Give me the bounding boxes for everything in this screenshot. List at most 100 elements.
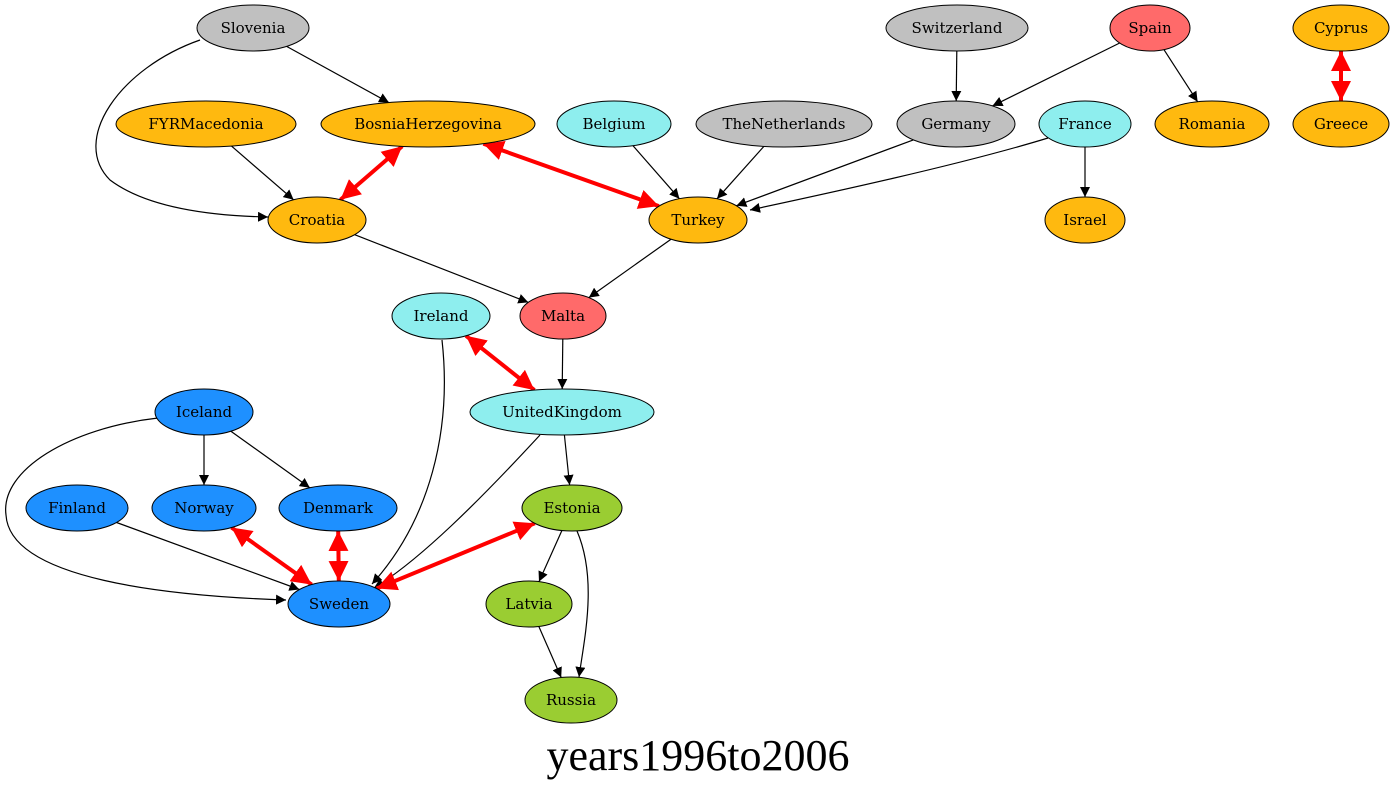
node-iceland: Iceland [154, 388, 254, 436]
node-estonia-shape [521, 484, 623, 532]
edge-spain-to-romania [1163, 49, 1199, 103]
node-fyrmacedonia-label: FYRMacedonia [148, 115, 263, 133]
node-sweden: Sweden [287, 580, 391, 628]
node-cyprus-label: Cyprus [1314, 19, 1368, 37]
node-estonia-label: Estonia [543, 499, 600, 517]
edge-france-to-turkey [749, 137, 1049, 213]
node-malta-label: Malta [541, 307, 585, 325]
node-russia-shape [524, 676, 618, 724]
node-slovenia-label: Slovenia [221, 19, 286, 37]
edge-malta-to-unitedkingdom [557, 338, 568, 390]
node-ireland: Ireland [391, 292, 491, 340]
node-turkey: Turkey [648, 196, 748, 244]
node-malta: Malta [519, 292, 607, 340]
node-croatia-label: Croatia [289, 211, 345, 229]
node-bosniaherzegovina-label: BosniaHerzegovina [354, 115, 502, 133]
node-unitedkingdom: UnitedKingdom [469, 388, 655, 436]
edge-switzerland-to-germany [951, 50, 962, 102]
node-croatia: Croatia [267, 196, 367, 244]
node-spain-label: Spain [1128, 19, 1172, 37]
node-switzerland-shape [885, 4, 1029, 52]
edge-estonia-to-latvia [538, 530, 563, 582]
edge-turkey-to-malta [588, 238, 672, 299]
node-fyrmacedonia-shape [115, 100, 297, 148]
node-germany-shape [896, 100, 1016, 148]
node-croatia-shape [267, 196, 367, 244]
node-cyprus-shape [1292, 4, 1390, 52]
node-finland-label: Finland [48, 499, 106, 517]
node-france-shape [1038, 100, 1132, 148]
node-thenetherlands-shape [695, 100, 873, 148]
node-ireland-shape [391, 292, 491, 340]
edge-slovenia-to-croatia [95, 39, 269, 222]
node-belgium-label: Belgium [583, 115, 646, 133]
node-bosniaherzegovina-shape [320, 100, 536, 148]
node-estonia: Estonia [521, 484, 623, 532]
node-iceland-label: Iceland [176, 403, 233, 421]
node-slovenia: Slovenia [196, 4, 310, 52]
edge-ireland-to-unitedkingdom [464, 334, 536, 392]
node-norway-shape [151, 484, 257, 532]
edge-bosniaherzegovina-to-croatia [339, 144, 404, 202]
node-ireland-label: Ireland [414, 307, 469, 325]
node-romania-label: Romania [1179, 115, 1246, 133]
edge-ireland-to-sweden [371, 339, 445, 585]
nodes-layer: Slovenia Switzerland Spain CyprusFYRMacedon… [25, 4, 1390, 724]
edge-iceland-to-sweden [5, 417, 287, 605]
edge-unitedkingdom-to-estonia [563, 434, 574, 486]
node-romania: Romania [1154, 100, 1270, 148]
edge-bosniaherzegovina-to-turkey [482, 140, 660, 209]
node-switzerland: Switzerland [885, 4, 1029, 52]
node-greece-shape [1292, 100, 1390, 148]
edge-estonia-to-sweden [375, 521, 536, 591]
node-sweden-label: Sweden [309, 595, 369, 613]
node-iceland-shape [154, 388, 254, 436]
node-romania-shape [1154, 100, 1270, 148]
edge-fyrmacedonia-to-croatia [231, 145, 294, 201]
node-malta-shape [519, 292, 607, 340]
node-denmark-shape [278, 484, 398, 532]
node-latvia-shape [485, 580, 573, 628]
node-denmark: Denmark [278, 484, 398, 532]
graph-title: years1996to2006 [546, 731, 849, 780]
node-turkey-shape [648, 196, 748, 244]
edge-latvia-to-russia [538, 626, 562, 678]
node-israel: Israel [1044, 196, 1126, 244]
edge-iceland-to-denmark [230, 430, 311, 489]
node-unitedkingdom-label: UnitedKingdom [502, 403, 622, 421]
node-turkey-label: Turkey [671, 211, 725, 229]
edge-denmark-to-sweden [328, 530, 349, 582]
edge-thenetherlands-to-turkey [716, 145, 765, 200]
edge-spain-to-germany [992, 42, 1120, 107]
edges-layer [5, 39, 1351, 678]
node-israel-shape [1044, 196, 1126, 244]
edge-belgium-to-turkey [632, 145, 680, 200]
node-fyrmacedonia: FYRMacedonia [115, 100, 297, 148]
edge-croatia-to-malta [354, 234, 529, 304]
node-unitedkingdom-shape [469, 388, 655, 436]
node-sweden-shape [287, 580, 391, 628]
node-belgium-shape [556, 100, 672, 148]
node-cyprus: Cyprus [1292, 4, 1390, 52]
node-greece-label: Greece [1314, 115, 1368, 133]
node-slovenia-shape [196, 4, 310, 52]
node-latvia-label: Latvia [505, 595, 552, 613]
node-germany-label: Germany [921, 115, 991, 133]
node-france: France [1038, 100, 1132, 148]
node-bosniaherzegovina: BosniaHerzegovina [320, 100, 536, 148]
node-russia-label: Russia [546, 691, 596, 709]
node-france-label: France [1058, 115, 1112, 133]
node-denmark-label: Denmark [303, 499, 374, 517]
edge-norway-to-sweden [230, 525, 313, 587]
edge-germany-to-turkey [736, 139, 914, 207]
node-switzerland-label: Switzerland [912, 19, 1003, 37]
node-greece: Greece [1292, 100, 1390, 148]
node-finland: Finland [25, 484, 129, 532]
edge-unitedkingdom-to-sweden [373, 434, 541, 589]
node-latvia: Latvia [485, 580, 573, 628]
node-israel-label: Israel [1063, 211, 1107, 229]
node-spain-shape [1109, 4, 1191, 52]
node-spain: Spain [1109, 4, 1191, 52]
node-finland-shape [25, 484, 129, 532]
